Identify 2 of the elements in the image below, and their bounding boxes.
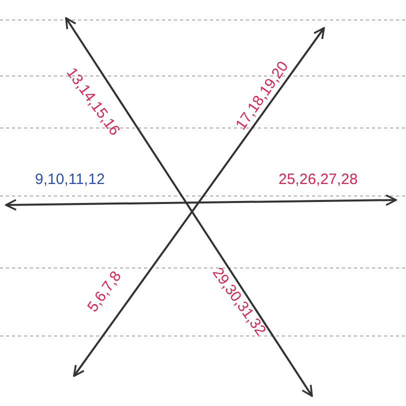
- number-label: 9,10,11,12: [35, 172, 105, 188]
- number-label: 25,26,27,28: [278, 172, 358, 188]
